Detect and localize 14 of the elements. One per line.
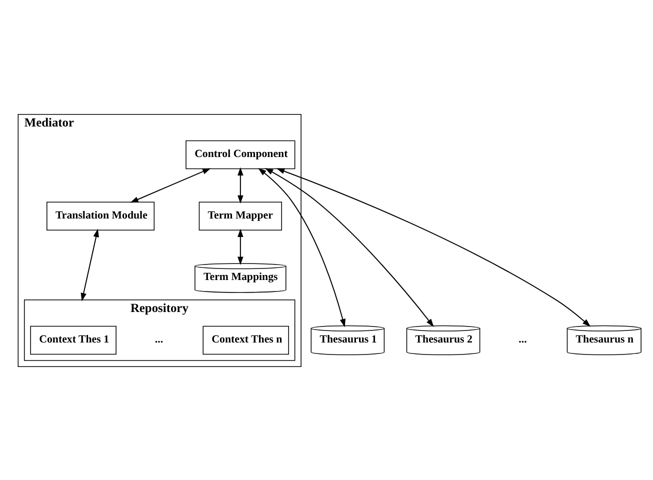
node-box: Control Component <box>186 140 296 169</box>
label: ... <box>518 332 527 345</box>
label: ... <box>154 332 164 345</box>
arrow <box>238 228 244 264</box>
node-box: Context Thes n <box>202 325 289 354</box>
node-box: Term Mapper <box>198 201 282 230</box>
arrow <box>238 166 244 204</box>
arrow <box>276 168 591 326</box>
arrow <box>258 167 346 327</box>
arrow <box>264 168 434 327</box>
arrow <box>130 168 211 202</box>
node-box: Context Thes 1 <box>30 325 116 354</box>
arrow <box>80 228 99 301</box>
node-box: Translation Module <box>46 201 155 230</box>
